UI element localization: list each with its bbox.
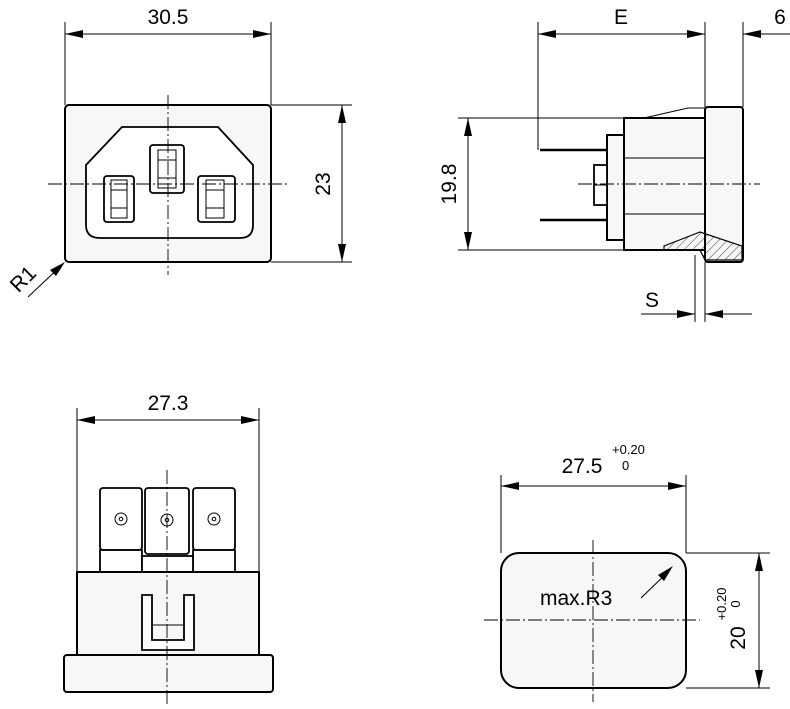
rear-width-label: 27.3	[148, 392, 189, 415]
front-width-label: 30.5	[148, 6, 189, 29]
cutout-height-tol-upper: +0.20	[714, 588, 729, 621]
cutout-outline	[500, 552, 687, 689]
front-height-label: 23	[312, 172, 335, 195]
panel-cutout: 27.5 +0.20 0 20 +0.20 0 max.R3	[484, 442, 770, 702]
cutout-height-label: 20	[727, 626, 750, 649]
cutout-width-label: 27.5	[562, 455, 603, 478]
cutout-width-tol-upper: +0.20	[612, 442, 645, 457]
cutout-height-tol-lower: 0	[728, 600, 743, 607]
pin-center	[149, 144, 185, 194]
side-view: E 6 19.8 S	[438, 6, 790, 322]
cutout-radius-label: max.R3	[540, 587, 612, 610]
pin-right	[197, 175, 236, 223]
front-view: 30.5 23 R1	[6, 6, 352, 298]
pin-left	[103, 175, 135, 223]
side-latch	[663, 231, 743, 261]
cutout-width-tol-lower: 0	[622, 458, 629, 473]
depth-label: E	[614, 6, 628, 29]
flange-label: 6	[774, 6, 786, 29]
rear-flange	[63, 654, 274, 693]
corner-radius-label: R1	[6, 262, 41, 297]
rear-view: 27.3	[63, 392, 274, 705]
side-height-label: 19.8	[438, 164, 461, 205]
panel-thickness-label: S	[645, 289, 659, 312]
